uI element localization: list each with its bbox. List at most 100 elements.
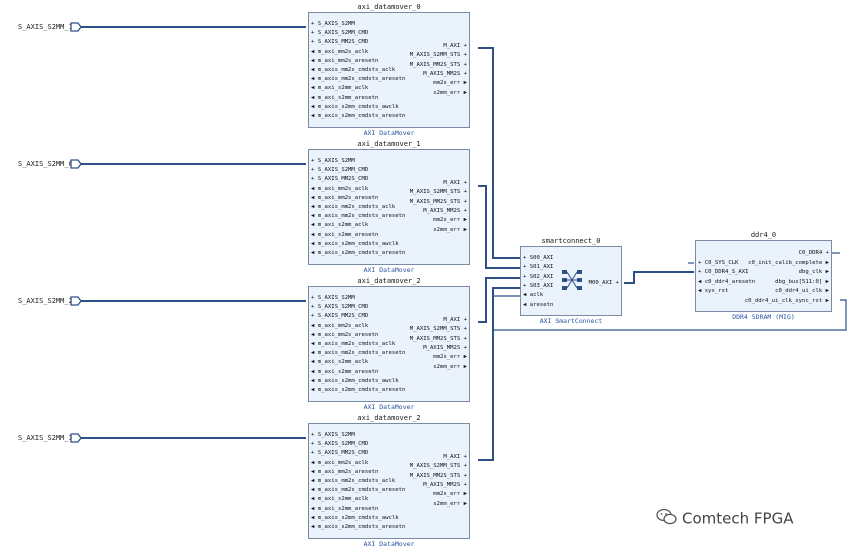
pin-left[interactable]: ◀ m_axi_mm2s_aclk [311,323,368,330]
pin-left[interactable]: ◀ m_axis_s2mm_cmdsts_aresetn [311,250,405,257]
pin-right[interactable]: mm2s_err ▶ [433,80,467,87]
pin-left[interactable]: + S_AXIS_MM2S_CMD [311,176,368,183]
pin-left[interactable]: + S_AXIS_MM2S_CMD [311,313,368,320]
pin-label: m_axis_mm2s_cmdsts_aresetn [317,487,406,494]
pin-right[interactable]: M_AXIS_S2MM_STS + [410,52,467,59]
pin-right[interactable]: M_AXI + [443,43,467,50]
pin-left[interactable]: ◀ m_axis_s2mm_cmdsts_aresetn [311,113,405,120]
pin-arrow-icon: ▶ [460,491,467,498]
pin-left[interactable]: ◀ m_axi_s2mm_aclk [311,85,368,92]
pin-left[interactable]: + C0_SYS_CLK [698,260,738,267]
pin-left[interactable]: + S_AXIS_S2MM [311,21,355,28]
pin-left[interactable]: ◀ m_axi_s2mm_aclk [311,359,368,366]
pin-left[interactable]: ◀ m_axis_mm2s_cmdsts_aresetn [311,487,405,494]
external-port[interactable]: S_AXIS_S2MM_1 [18,23,73,31]
pin-right[interactable]: c0_ddr4_ui_clk_sync_rst ▶ [745,298,829,305]
pin-right[interactable]: M_AXIS_S2MM_STS + [410,463,467,470]
datamover-block[interactable]: + S_AXIS_S2MM + S_AXIS_S2MM_CMD + S_AXIS_M… [308,423,470,539]
pin-left[interactable]: ◀ m_axi_mm2s_aclk [311,49,368,56]
pin-label: dbg_bus[511:0] [775,278,823,285]
pin-right[interactable]: s2mm_err ▶ [433,90,467,97]
pin-left[interactable]: ◀ m_axis_mm2s_cmdsts_aresetn [311,213,405,220]
pin-right[interactable]: M_AXIS_MM2S + [423,71,467,78]
pin-arrow-icon: ▶ [460,80,467,87]
pin-left[interactable]: + S01_AXI [523,264,553,271]
external-port[interactable]: S_AXIS_S2MM_0 [18,160,73,168]
external-port[interactable]: S_AXIS_S2MM_2 [18,297,73,305]
pin-left[interactable]: ◀ m_axis_mm2s_cmdsts_aclk [311,478,395,485]
pin-left[interactable]: ◀ c0_ddr4_aresetn [698,279,755,286]
pin-left[interactable]: ◀ sys_rst [698,288,728,295]
pin-right[interactable]: M_AXIS_MM2S_STS + [410,336,467,343]
pin-left[interactable]: + C0_DDR4_S_AXI [698,269,749,276]
pin-label: m_axis_s2mm_cmdsts_awclk [317,514,399,521]
pin-left[interactable]: ◀ m_axis_mm2s_cmdsts_aresetn [311,350,405,357]
pin-right[interactable]: mm2s_err ▶ [433,491,467,498]
pin-left[interactable]: ◀ m_axi_s2mm_aresetn [311,506,378,513]
pin-left[interactable]: + S02_AXI [523,274,553,281]
pin-left[interactable]: ◀ m_axi_s2mm_aclk [311,222,368,229]
pin-right[interactable]: c0_init_calib_complete ▶ [748,260,829,267]
pin-right[interactable]: mm2s_err ▶ [433,217,467,224]
datamover-block[interactable]: + S_AXIS_S2MM + S_AXIS_S2MM_CMD + S_AXIS_M… [308,286,470,402]
pin-left[interactable]: + S_AXIS_MM2S_CMD [311,450,368,457]
pin-right[interactable]: M_AXIS_MM2S_STS + [410,199,467,206]
pin-left[interactable]: ◀ m_axi_s2mm_aresetn [311,95,378,102]
pin-left[interactable]: ◀ m_axi_mm2s_aresetn [311,195,378,202]
pin-left[interactable]: + S_AXIS_S2MM_CMD [311,441,368,448]
pin-right[interactable]: M_AXI + [443,454,467,461]
pin-right[interactable]: M_AXIS_MM2S + [423,345,467,352]
pin-right[interactable]: C0_DDR4 + [799,250,829,257]
pin-right[interactable]: M_AXIS_S2MM_STS + [410,326,467,333]
pin-right[interactable]: M_AXIS_S2MM_STS + [410,189,467,196]
smartconnect-block[interactable]: + S00_AXI + S01_AXI + S02_AXI + S03_AXI ◀ ac… [520,246,622,316]
pin-right[interactable]: M_AXIS_MM2S + [423,208,467,215]
datamover-block[interactable]: + S_AXIS_S2MM + S_AXIS_S2MM_CMD + S_AXIS_M… [308,149,470,265]
pin-left[interactable]: ◀ m_axis_s2mm_cmdsts_awclk [311,104,399,111]
pin-left[interactable]: ◀ m_axi_s2mm_aresetn [311,369,378,376]
pin-left[interactable]: ◀ m_axis_mm2s_cmdsts_aclk [311,341,395,348]
pin-right[interactable]: c0_ddr4_ui_clk ▶ [775,288,829,295]
external-port[interactable]: S_AXIS_S2MM_3 [18,434,73,442]
pin-right[interactable]: s2mm_err ▶ [433,227,467,234]
pin-right[interactable]: M_AXIS_MM2S_STS + [410,62,467,69]
ddr4-block[interactable]: + C0_SYS_CLK + C0_DDR4_S_AXI ◀ c0_ddr4_are… [695,240,832,312]
pin-left[interactable]: ◀ m_axis_mm2s_cmdsts_aclk [311,204,395,211]
pin-left[interactable]: + S_AXIS_S2MM_CMD [311,30,368,37]
pin-right[interactable]: s2mm_err ▶ [433,364,467,371]
pin-left[interactable]: ◀ m_axis_mm2s_cmdsts_aresetn [311,76,405,83]
pin-left[interactable]: ◀ m_axi_mm2s_aresetn [311,58,378,65]
pin-right[interactable]: M_AXIS_MM2S_STS + [410,473,467,480]
pin-left[interactable]: + S_AXIS_MM2S_CMD [311,39,368,46]
pin-left[interactable]: ◀ m_axi_s2mm_aclk [311,496,368,503]
pin-left[interactable]: ◀ m_axis_s2mm_cmdsts_awclk [311,515,399,522]
pin-left[interactable]: ◀ m_axis_mm2s_cmdsts_aclk [311,67,395,74]
pin-left[interactable]: ◀ aclk [523,292,543,299]
pin-left[interactable]: ◀ m_axi_s2mm_aresetn [311,232,378,239]
pin-right[interactable]: M_AXI + [443,317,467,324]
pin-left[interactable]: ◀ m_axi_mm2s_aresetn [311,332,378,339]
pin-left[interactable]: ◀ aresetn [523,302,553,309]
pin-right[interactable]: M_AXIS_MM2S + [423,482,467,489]
pin-left[interactable]: + S_AXIS_S2MM [311,432,355,439]
pin-left[interactable]: ◀ m_axis_s2mm_cmdsts_aresetn [311,387,405,394]
pin-left[interactable]: ◀ m_axis_s2mm_cmdsts_awclk [311,378,399,385]
pin-left[interactable]: ◀ m_axis_s2mm_cmdsts_aresetn [311,524,405,531]
pin-right[interactable]: M00_AXI + [589,280,619,287]
pin-left[interactable]: + S00_AXI [523,255,553,262]
pin-left[interactable]: + S03_AXI [523,283,553,290]
pin-right[interactable]: dbg_bus[511:0] ▶ [775,279,829,286]
pin-right[interactable]: mm2s_err ▶ [433,354,467,361]
pin-left[interactable]: ◀ m_axis_s2mm_cmdsts_awclk [311,241,399,248]
pin-left[interactable]: ◀ m_axi_mm2s_aclk [311,460,368,467]
datamover-block[interactable]: + S_AXIS_S2MM + S_AXIS_S2MM_CMD + S_AXIS_M… [308,12,470,128]
pin-right[interactable]: M_AXI + [443,180,467,187]
pin-right[interactable]: s2mm_err ▶ [433,501,467,508]
pin-left[interactable]: + S_AXIS_S2MM_CMD [311,304,368,311]
pin-right[interactable]: dbg_clk ▶ [799,269,829,276]
pin-left[interactable]: ◀ m_axi_mm2s_aclk [311,186,368,193]
pin-left[interactable]: + S_AXIS_S2MM [311,295,355,302]
pin-left[interactable]: ◀ m_axi_mm2s_aresetn [311,469,378,476]
pin-left[interactable]: + S_AXIS_S2MM_CMD [311,167,368,174]
pin-left[interactable]: + S_AXIS_S2MM [311,158,355,165]
